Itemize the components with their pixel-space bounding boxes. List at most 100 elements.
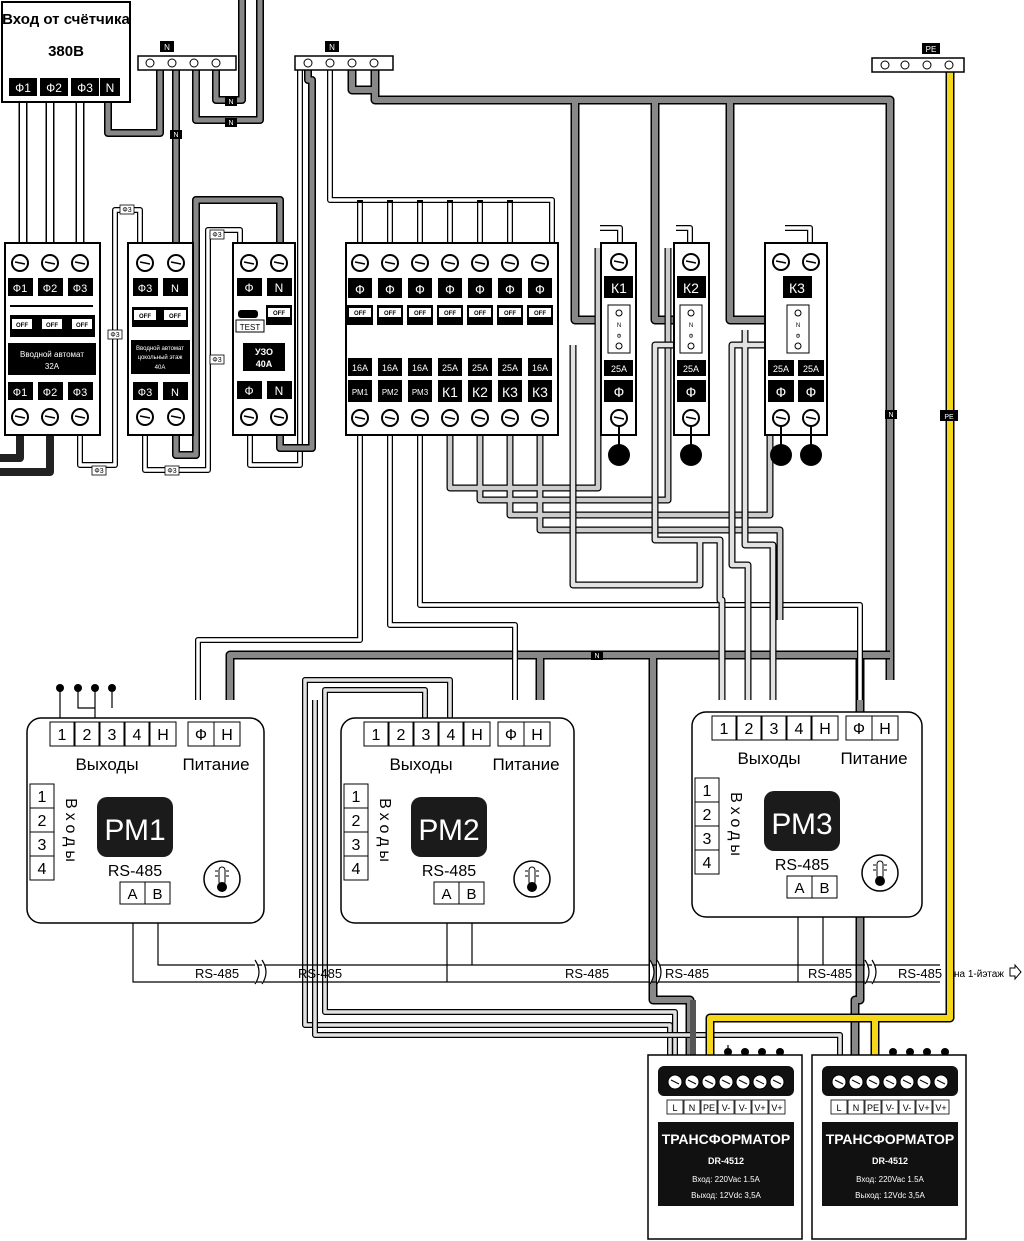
svg-text:V-: V- bbox=[886, 1103, 895, 1113]
svg-text:Н: Н bbox=[221, 727, 233, 744]
svg-text:DR-4512: DR-4512 bbox=[872, 1156, 908, 1166]
svg-text:Ф: Ф bbox=[475, 282, 485, 297]
svg-text:N: N bbox=[275, 384, 284, 398]
svg-text:OFF: OFF bbox=[444, 311, 456, 317]
svg-text:Ф: Ф bbox=[385, 282, 395, 297]
svg-text:OFF: OFF bbox=[474, 311, 486, 317]
svg-text:Н: Н bbox=[531, 727, 543, 744]
svg-text:К2: К2 bbox=[683, 280, 699, 296]
svg-text:Н: Н bbox=[157, 727, 169, 744]
svg-text:N: N bbox=[228, 120, 233, 127]
svg-text:2: 2 bbox=[703, 807, 712, 824]
main-breaker: Ф1 Ф2 Ф3 OFF OFF OFF Вводной автомат 32А… bbox=[4, 242, 101, 436]
svg-text:Ф3: Ф3 bbox=[110, 332, 119, 339]
svg-text:Ф3: Ф3 bbox=[138, 283, 152, 295]
rs-label-3: RS-485 bbox=[565, 966, 609, 981]
svg-text:RS-485: RS-485 bbox=[775, 857, 829, 874]
svg-text:40А: 40А bbox=[256, 359, 273, 369]
svg-text:1: 1 bbox=[703, 783, 712, 800]
svg-text:Входы: Входы bbox=[62, 798, 79, 866]
svg-text:OFF: OFF bbox=[273, 311, 285, 317]
svg-text:К3: К3 bbox=[789, 280, 805, 296]
svg-text:32А: 32А bbox=[45, 362, 60, 371]
svg-text:Ф3: Ф3 bbox=[122, 207, 131, 214]
svg-text:PE: PE bbox=[944, 414, 954, 421]
svg-text:16A: 16A bbox=[382, 363, 398, 373]
svg-text:К3: К3 bbox=[532, 384, 548, 400]
svg-text:25A: 25A bbox=[442, 363, 458, 373]
thermometer-icon bbox=[861, 854, 899, 892]
rs-label-5: RS-485 bbox=[808, 966, 852, 981]
wire-tags: N N N N N PE Ф3 Ф3 Ф3 Ф3 Ф3 Ф3 bbox=[91, 97, 958, 660]
svg-text:2: 2 bbox=[38, 813, 47, 830]
arrow-right-icon bbox=[1009, 963, 1022, 981]
phase-wires-meter bbox=[18, 100, 85, 250]
svg-text:Ф3: Ф3 bbox=[138, 387, 152, 399]
svg-text:Ф: Ф bbox=[244, 281, 253, 295]
svg-text:Ф2: Ф2 bbox=[46, 81, 62, 95]
svg-text:V+: V+ bbox=[754, 1103, 765, 1113]
svg-text:Ф3: Ф3 bbox=[212, 232, 221, 239]
lead-dots bbox=[56, 684, 949, 1056]
svg-text:1: 1 bbox=[38, 789, 47, 806]
busbar-pe: PE bbox=[871, 43, 965, 73]
svg-text:V-: V- bbox=[739, 1103, 748, 1113]
svg-text:2: 2 bbox=[745, 721, 754, 738]
svg-text:Ф3: Ф3 bbox=[212, 357, 221, 364]
svg-text:Ф: Ф bbox=[686, 384, 697, 400]
svg-text:К3: К3 bbox=[502, 384, 518, 400]
svg-text:Н: Н bbox=[879, 721, 891, 738]
thermometer-icon bbox=[513, 860, 551, 898]
svg-text:PE: PE bbox=[867, 1103, 879, 1113]
svg-text:Вход: 220Vac 1.5A: Вход: 220Vac 1.5A bbox=[856, 1175, 924, 1184]
svg-text:3: 3 bbox=[422, 727, 431, 744]
rs-label-6: RS-485 bbox=[898, 966, 942, 981]
svg-text:2: 2 bbox=[352, 813, 361, 830]
svg-text:N: N bbox=[171, 387, 179, 399]
svg-text:Питание: Питание bbox=[182, 755, 249, 774]
svg-text:OFF: OFF bbox=[76, 323, 88, 329]
svg-text:Ф3: Ф3 bbox=[94, 468, 103, 475]
svg-text:Ф: Ф bbox=[195, 727, 207, 744]
svg-text:Выход: 12Vdc 3,5A: Выход: 12Vdc 3,5A bbox=[855, 1191, 925, 1200]
module-name: РМ1 bbox=[104, 814, 165, 847]
svg-text:цокольный этаж: цокольный этаж bbox=[138, 354, 183, 361]
svg-text:Питание: Питание bbox=[840, 749, 907, 768]
contactor-k2: К2 N Ф 25A Ф bbox=[673, 242, 710, 466]
svg-text:2: 2 bbox=[83, 727, 92, 744]
svg-text:К1: К1 bbox=[611, 280, 627, 296]
svg-text:4: 4 bbox=[133, 727, 142, 744]
svg-text:L: L bbox=[836, 1103, 841, 1113]
svg-text:Выходы: Выходы bbox=[389, 755, 452, 774]
svg-text:ТРАНСФОРМАТОР: ТРАНСФОРМАТОР bbox=[662, 1131, 791, 1147]
svg-text:OFF: OFF bbox=[384, 311, 396, 317]
svg-text:К1: К1 bbox=[442, 384, 458, 400]
svg-text:N: N bbox=[164, 43, 170, 52]
svg-text:Вводной автомат: Вводной автомат bbox=[20, 350, 84, 359]
contactor-k3: К3 N Ф 25A 25A Ф Ф bbox=[764, 242, 828, 466]
svg-text:N: N bbox=[853, 1103, 860, 1113]
svg-text:40А: 40А bbox=[155, 365, 166, 371]
svg-text:25A: 25A bbox=[803, 364, 819, 374]
svg-text:N: N bbox=[171, 283, 179, 295]
svg-text:Ф: Ф bbox=[617, 334, 622, 340]
svg-text:OFF: OFF bbox=[354, 311, 366, 317]
svg-text:Ф2: Ф2 bbox=[43, 387, 57, 399]
svg-text:1: 1 bbox=[352, 789, 361, 806]
svg-text:V-: V- bbox=[722, 1103, 731, 1113]
svg-text:Ф: Ф bbox=[415, 282, 425, 297]
main-outputs bbox=[0, 430, 54, 476]
rs-label-2: RS-485 bbox=[298, 966, 342, 981]
svg-text:N: N bbox=[173, 132, 178, 139]
svg-text:Ф1: Ф1 bbox=[15, 81, 31, 95]
svg-text:4: 4 bbox=[795, 721, 804, 738]
rs-label-1: RS-485 bbox=[195, 966, 239, 981]
meter-voltage: 380В bbox=[48, 43, 84, 60]
